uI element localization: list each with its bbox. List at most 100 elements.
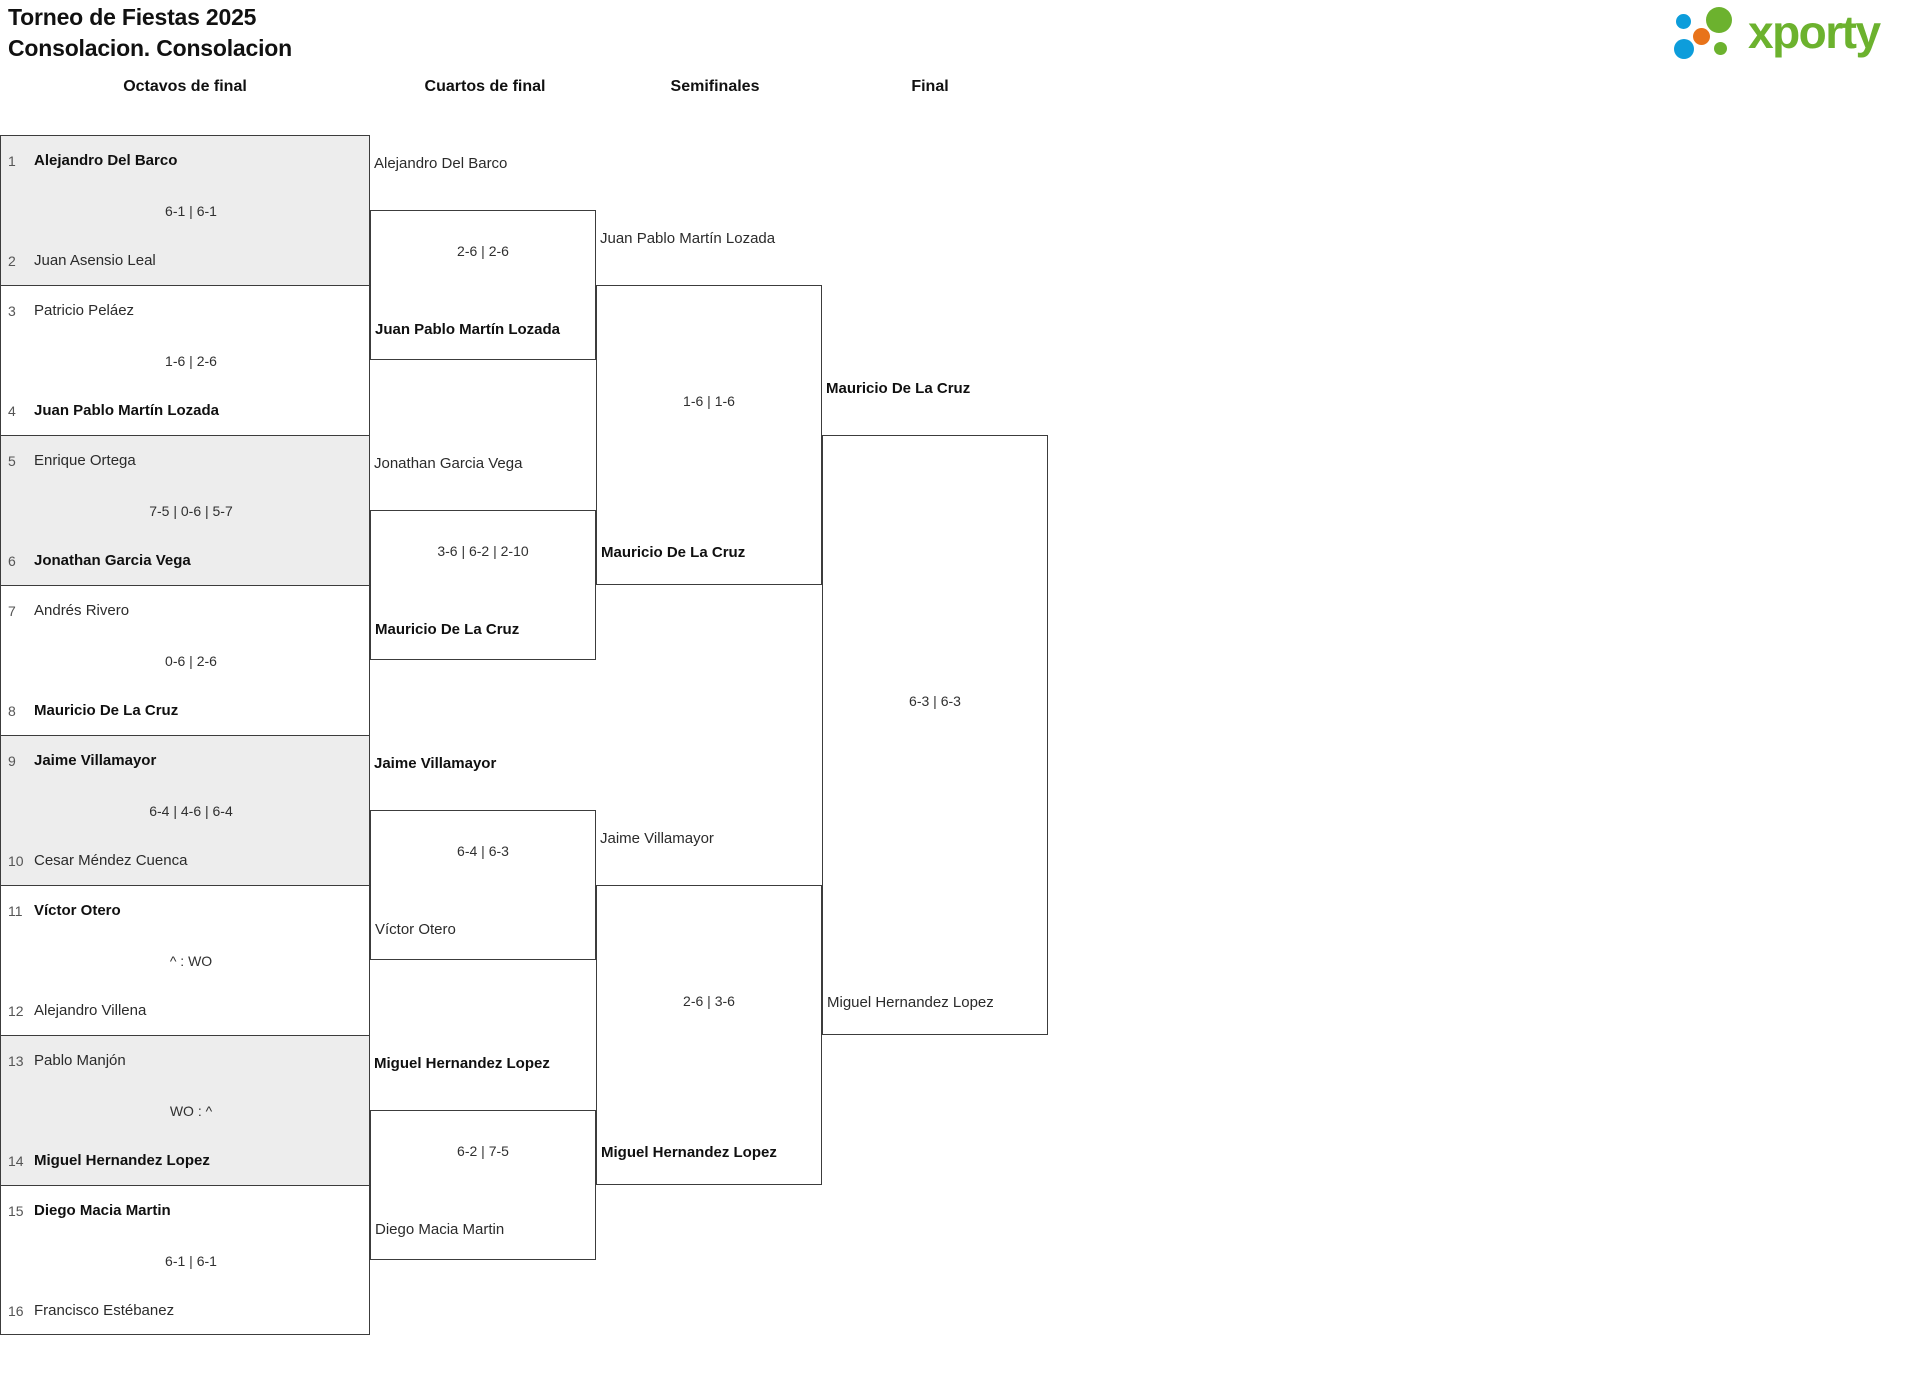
r1-player-row-6[interactable]: 6 Jonathan Garcia Vega: [1, 536, 369, 586]
player-name[interactable]: Pablo Manjón: [34, 1052, 126, 1069]
round-header-semis: Semifinales: [670, 78, 760, 95]
r1-match-3[interactable]: 5 Enrique Ortega 7-5 | 0-6 | 5-7 6 Jonat…: [0, 435, 370, 585]
match-score: 6-2 | 7-5: [457, 1143, 509, 1159]
match-score: 1-6 | 2-6: [165, 353, 217, 369]
r2-match-2[interactable]: 3-6 | 6-2 | 2-10 Mauricio De La Cruz: [370, 510, 596, 660]
r1-player-row-3[interactable]: 3 Patricio Peláez: [1, 286, 369, 336]
r1-match-5[interactable]: 9 Jaime Villamayor 6-4 | 4-6 | 6-4 10 Ce…: [0, 735, 370, 885]
round-header-cuartos: Cuartos de final: [424, 78, 546, 95]
match-score: 2-6 | 3-6: [683, 993, 735, 1009]
r1-player-row-13[interactable]: 13 Pablo Manjón: [1, 1036, 369, 1086]
logo-dots-icon: [1672, 4, 1750, 62]
r2-entrant-top-2[interactable]: Jonathan Garcia Vega: [374, 455, 523, 472]
logo-dot-blue-bottom: [1674, 39, 1694, 59]
logo-dot-green-small: [1714, 42, 1727, 55]
r1-player-row-15[interactable]: 15 Diego Macia Martin: [1, 1186, 369, 1236]
r1-player-row-10[interactable]: 10 Cesar Méndez Cuenca: [1, 836, 369, 886]
r2-match-1[interactable]: 2-6 | 2-6 Juan Pablo Martín Lozada: [370, 210, 596, 360]
player-name[interactable]: Juan Asensio Leal: [34, 252, 156, 269]
player-name[interactable]: Jonathan Garcia Vega: [34, 552, 191, 569]
r1-player-row-7[interactable]: 7 Andrés Rivero: [1, 586, 369, 636]
seed-number: 12: [8, 1003, 24, 1019]
match-score: 6-4 | 6-3: [457, 843, 509, 859]
r3-entrant-bottom-1[interactable]: Mauricio De La Cruz: [601, 544, 746, 561]
player-name[interactable]: Patricio Peláez: [34, 302, 135, 319]
r1-player-row-1[interactable]: 1 Alejandro Del Barco: [1, 136, 369, 186]
match-score: 6-3 | 6-3: [909, 693, 961, 709]
r3-entrant-bottom-2[interactable]: Miguel Hernandez Lopez: [601, 1144, 777, 1161]
r1-match-2[interactable]: 3 Patricio Peláez 1-6 | 2-6 4 Juan Pablo…: [0, 285, 370, 435]
r4-entrant-top-1[interactable]: Mauricio De La Cruz: [826, 380, 971, 397]
r1-player-row-4[interactable]: 4 Juan Pablo Martín Lozada: [1, 386, 369, 436]
r3-entrant-top-2[interactable]: Jaime Villamayor: [600, 830, 714, 847]
player-name[interactable]: Miguel Hernandez Lopez: [34, 1152, 210, 1169]
match-score: 6-1 | 6-1: [165, 1253, 217, 1269]
r1-player-row-9[interactable]: 9 Jaime Villamayor: [1, 736, 369, 786]
r1-player-row-14[interactable]: 14 Miguel Hernandez Lopez: [1, 1136, 369, 1186]
seed-number: 6: [8, 553, 16, 569]
seed-number: 16: [8, 1303, 24, 1319]
match-score: 6-1 | 6-1: [165, 203, 217, 219]
player-name[interactable]: Andrés Rivero: [34, 602, 130, 619]
seed-number: 15: [8, 1203, 24, 1219]
r4-entrant-bottom-1[interactable]: Miguel Hernandez Lopez: [827, 994, 994, 1011]
r2-match-4[interactable]: 6-2 | 7-5 Diego Macia Martin: [370, 1110, 596, 1260]
match-score: 6-4 | 4-6 | 6-4: [149, 803, 233, 819]
player-name[interactable]: Enrique Ortega: [34, 452, 136, 469]
r2-entrant-bottom-1[interactable]: Juan Pablo Martín Lozada: [375, 321, 561, 338]
page-title: Torneo de Fiestas 2025 Consolacion. Cons…: [8, 4, 293, 61]
r4-match-1[interactable]: 6-3 | 6-3 Miguel Hernandez Lopez: [822, 435, 1048, 1035]
player-name[interactable]: Francisco Estébanez: [34, 1302, 175, 1319]
r2-entrant-top-4[interactable]: Miguel Hernandez Lopez: [374, 1055, 550, 1072]
logo-dot-orange: [1693, 28, 1710, 45]
r2-match-3[interactable]: 6-4 | 6-3 Víctor Otero: [370, 810, 596, 960]
seed-number: 1: [8, 153, 16, 169]
r3-entrant-top-1[interactable]: Juan Pablo Martín Lozada: [600, 230, 776, 247]
player-name[interactable]: Víctor Otero: [34, 902, 121, 919]
r1-player-row-12[interactable]: 12 Alejandro Villena: [1, 986, 369, 1036]
player-name[interactable]: Diego Macia Martin: [34, 1202, 171, 1219]
seed-number: 3: [8, 303, 16, 319]
r1-match-8[interactable]: 15 Diego Macia Martin 6-1 | 6-1 16 Franc…: [0, 1185, 370, 1335]
match-score: WO : ^: [169, 1103, 213, 1119]
seed-number: 11: [8, 903, 23, 919]
r1-match-4[interactable]: 7 Andrés Rivero 0-6 | 2-6 8 Mauricio De …: [0, 585, 370, 735]
r2-entrant-top-1[interactable]: Alejandro Del Barco: [374, 155, 508, 172]
seed-number: 2: [8, 253, 16, 269]
player-name[interactable]: Cesar Méndez Cuenca: [34, 852, 188, 869]
r3-match-1[interactable]: 1-6 | 1-6 Mauricio De La Cruz: [596, 285, 822, 585]
logo-dot-blue-top: [1676, 14, 1691, 29]
player-name[interactable]: Mauricio De La Cruz: [34, 702, 179, 719]
r1-match-6[interactable]: 11 Víctor Otero ^ : WO 12 Alejandro Vill…: [0, 885, 370, 1035]
seed-number: 13: [8, 1053, 24, 1069]
player-name[interactable]: Juan Pablo Martín Lozada: [34, 402, 220, 419]
logo-dot-green-big: [1706, 7, 1732, 33]
r2-entrant-bottom-2[interactable]: Mauricio De La Cruz: [375, 621, 520, 638]
seed-number: 5: [8, 453, 16, 469]
r1-player-row-5[interactable]: 5 Enrique Ortega: [1, 436, 369, 486]
seed-number: 9: [8, 753, 16, 769]
match-score: 3-6 | 6-2 | 2-10: [437, 543, 529, 559]
seed-number: 14: [8, 1153, 24, 1169]
seed-number: 7: [8, 603, 16, 619]
round-header-octavos: Octavos de final: [123, 78, 247, 95]
r1-match-1[interactable]: 1 Alejandro Del Barco 6-1 | 6-1 2 Juan A…: [0, 135, 370, 285]
player-name[interactable]: Jaime Villamayor: [34, 752, 157, 769]
xporty-logo: xporty: [1672, 4, 1902, 62]
r1-match-7[interactable]: 13 Pablo Manjón WO : ^ 14 Miguel Hernand…: [0, 1035, 370, 1185]
r1-player-row-2[interactable]: 2 Juan Asensio Leal: [1, 236, 369, 286]
player-name[interactable]: Alejandro Villena: [34, 1002, 147, 1019]
round-header-final: Final: [911, 78, 949, 95]
r1-player-row-16[interactable]: 16 Francisco Estébanez: [1, 1286, 369, 1336]
r2-entrant-bottom-3[interactable]: Víctor Otero: [375, 921, 456, 938]
player-name[interactable]: Alejandro Del Barco: [34, 152, 178, 169]
r1-player-row-8[interactable]: 8 Mauricio De La Cruz: [1, 686, 369, 736]
match-score: 2-6 | 2-6: [457, 243, 509, 259]
r2-entrant-bottom-4[interactable]: Diego Macia Martin: [375, 1221, 505, 1238]
r1-player-row-11[interactable]: 11 Víctor Otero: [1, 886, 369, 936]
logo-wordmark: xporty: [1748, 6, 1881, 58]
match-score: 0-6 | 2-6: [165, 653, 217, 669]
match-score: 1-6 | 1-6: [683, 393, 735, 409]
r2-entrant-top-3[interactable]: Jaime Villamayor: [374, 755, 497, 772]
r3-match-2[interactable]: 2-6 | 3-6 Miguel Hernandez Lopez: [596, 885, 822, 1185]
